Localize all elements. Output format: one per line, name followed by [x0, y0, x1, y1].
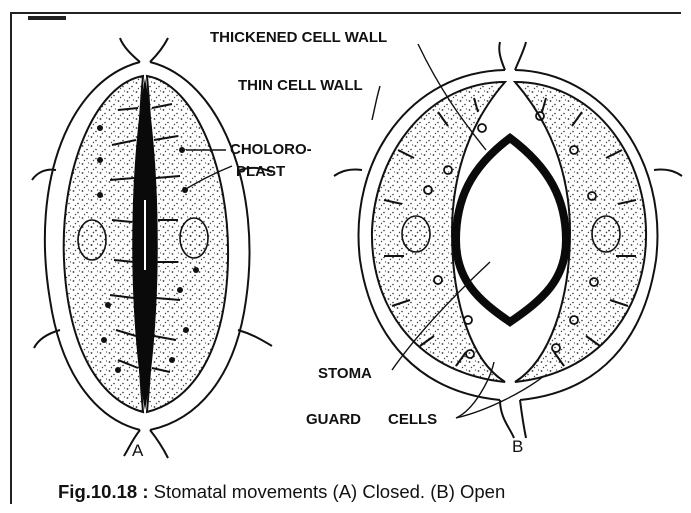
- closed-stoma: A: [32, 38, 272, 460]
- label-thickened-cell-wall: THICKENED CELL WALL: [210, 29, 387, 46]
- figure-caption: Fig.10.18 : Stomatal movements (A) Close…: [58, 481, 678, 503]
- label-thin-cell-wall: THIN CELL WALL: [238, 77, 363, 94]
- label-guard: GUARD: [306, 411, 361, 428]
- open-stoma: B: [334, 42, 682, 456]
- label-stoma: STOMA: [318, 365, 372, 382]
- caption-figure-number: Fig.10.18 :: [58, 481, 148, 502]
- nucleus-left-b: [402, 216, 430, 252]
- label-cells: CELLS: [388, 411, 437, 428]
- panel-label-a: A: [132, 441, 144, 460]
- label-chloroplast-2: PLAST: [236, 163, 285, 180]
- nucleus-right-b: [592, 216, 620, 252]
- nucleus-left: [78, 220, 106, 260]
- label-chloroplast-1: CHOLORO-: [230, 141, 312, 158]
- open-pore: [456, 138, 566, 322]
- caption-text: Stomatal movements (A) Closed. (B) Open: [148, 481, 505, 502]
- panel-label-b: B: [512, 437, 523, 456]
- nucleus-right: [180, 218, 208, 258]
